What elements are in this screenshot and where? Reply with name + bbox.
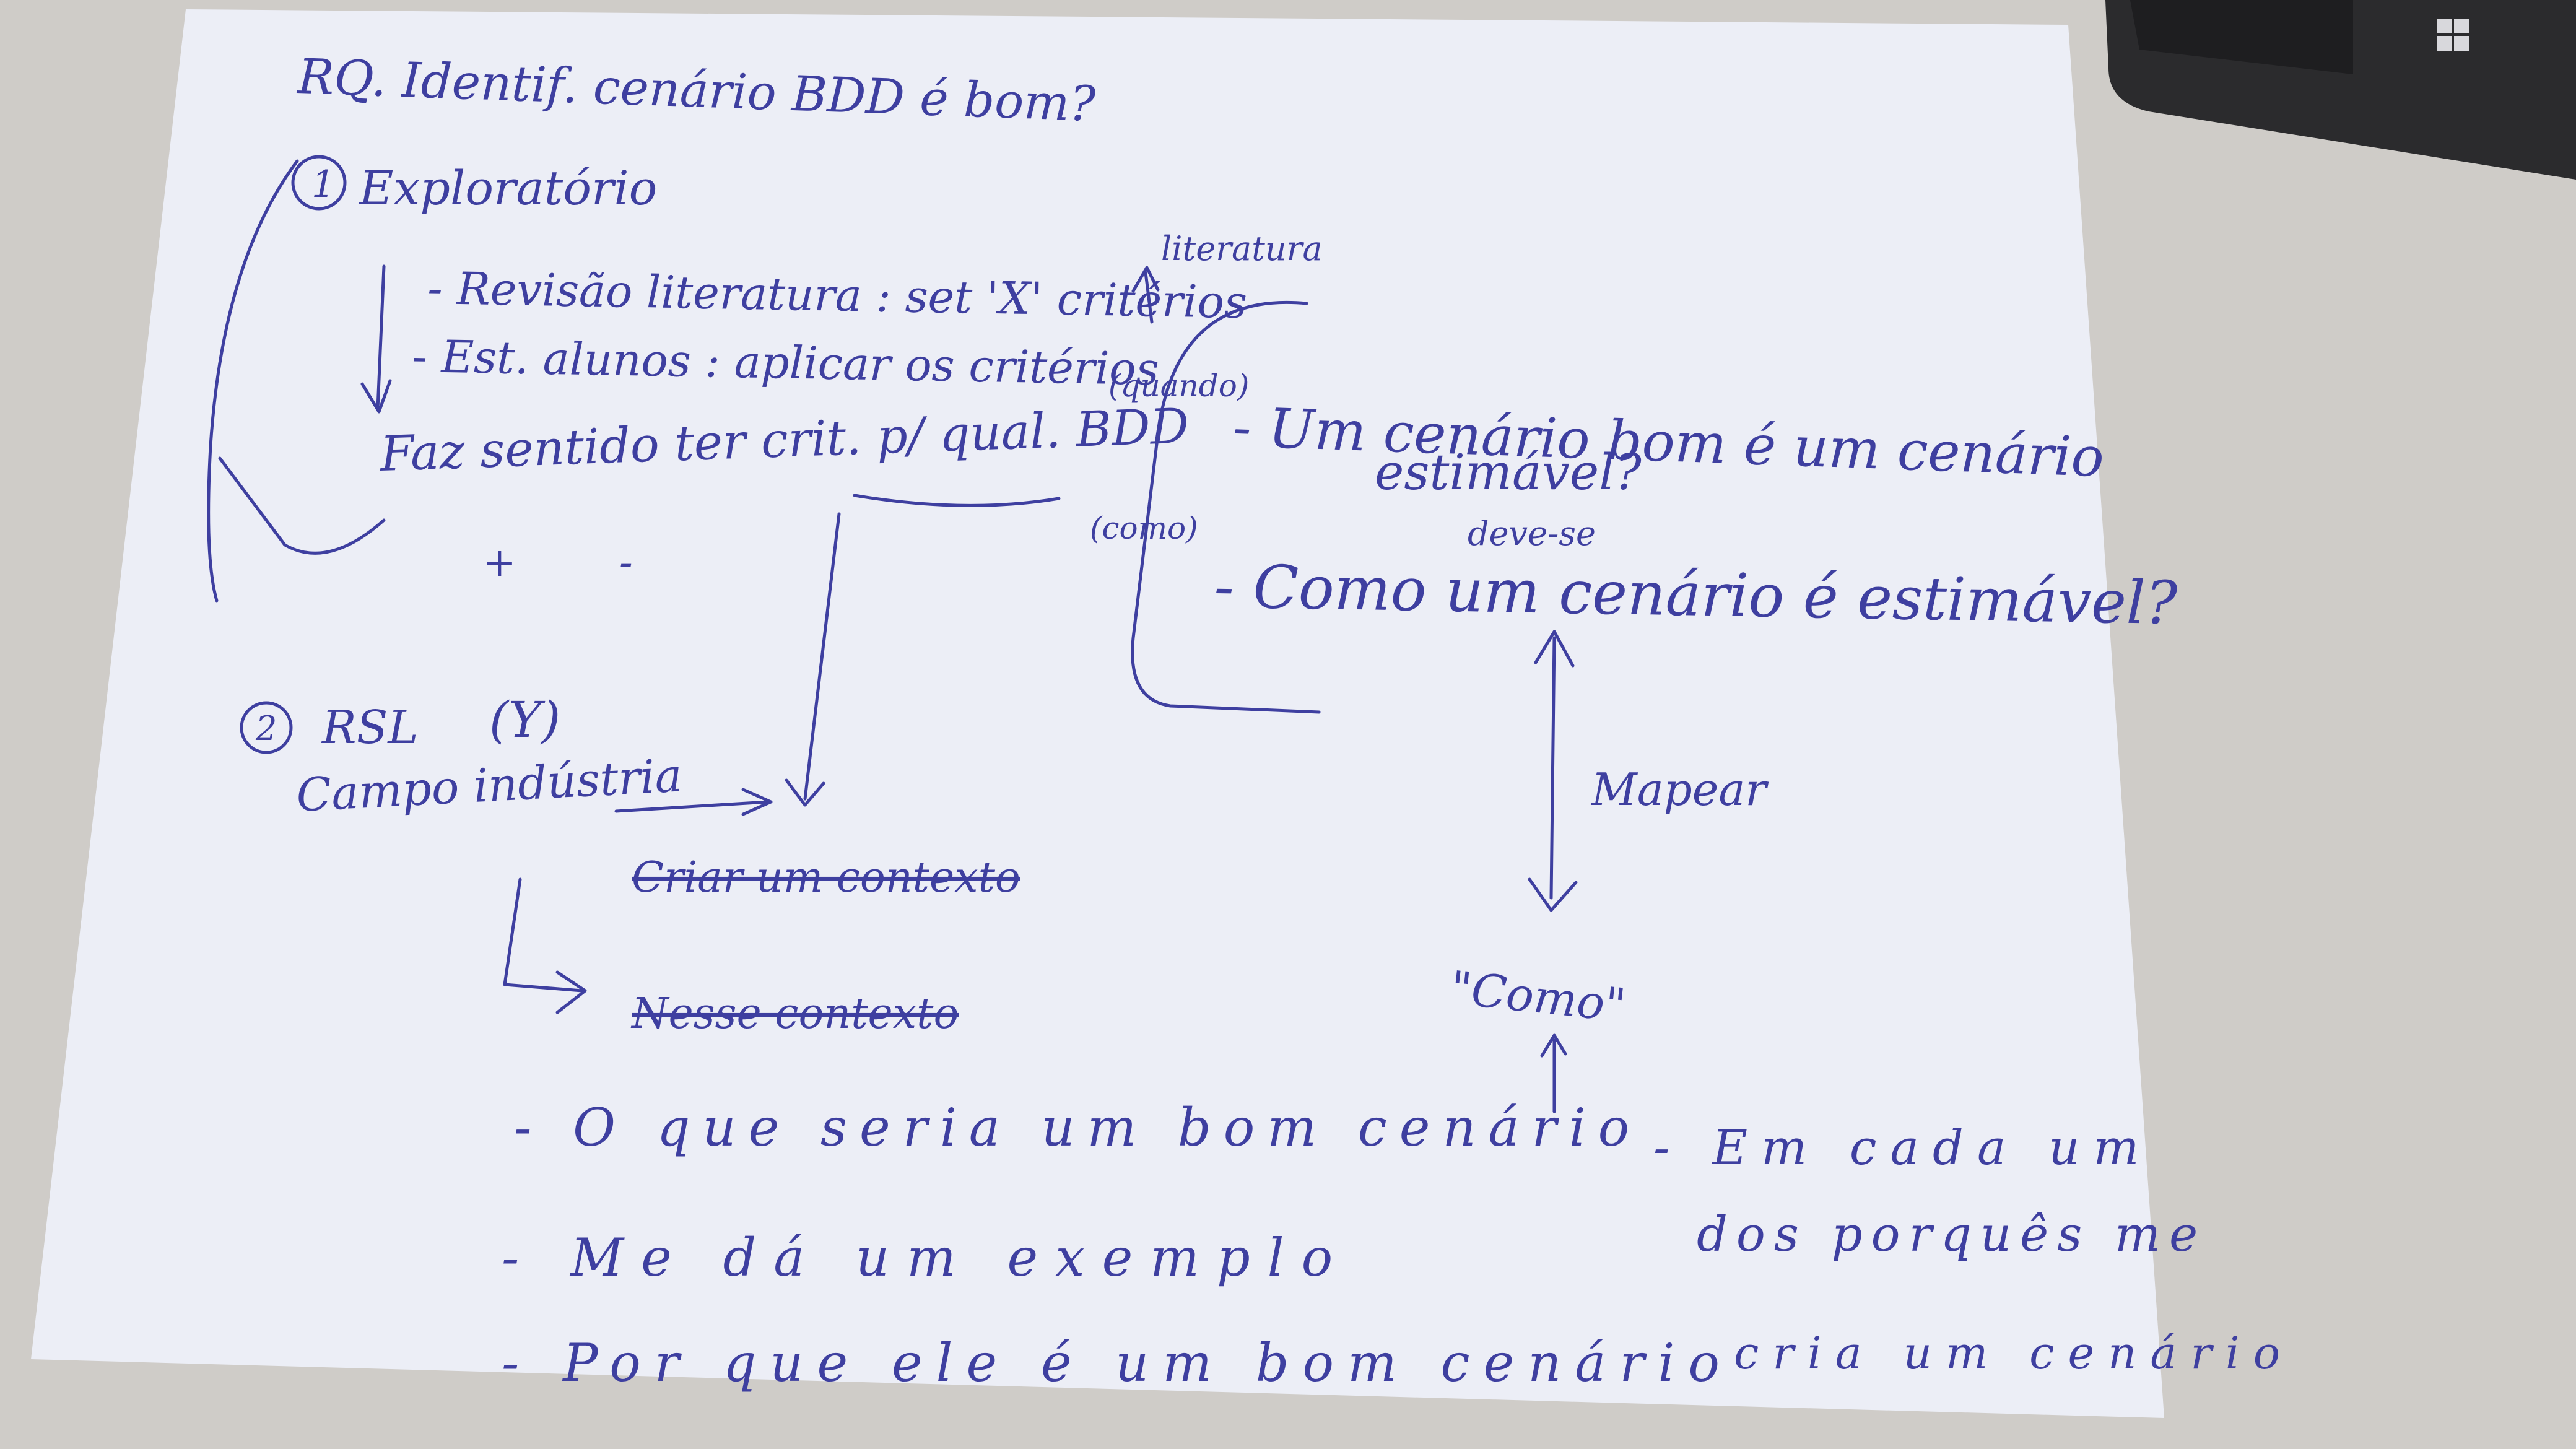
section2-tag: (Y) — [489, 691, 560, 749]
windows-logo-icon — [2437, 19, 2469, 51]
question-1: - O que seria um bom cenário — [514, 1097, 1642, 1158]
right-brace — [1131, 300, 1321, 714]
double-arrow-mapear — [1549, 636, 1556, 900]
section1-number: 1 — [311, 163, 335, 206]
l-arrow — [503, 877, 584, 993]
circle-number-2 — [240, 701, 293, 754]
circle-number-1 — [291, 155, 347, 211]
minus-sign: - — [619, 540, 633, 586]
keyboard — [2105, 0, 2576, 180]
left-bracket — [207, 159, 299, 603]
label-como: (como) — [1090, 510, 1198, 546]
check-stroke — [218, 456, 386, 555]
section2-number: 2 — [255, 709, 277, 748]
section2-title: RSL — [321, 701, 419, 754]
mapear-label: Mapear — [1590, 764, 1769, 816]
insert-devese: deve-se — [1468, 514, 1596, 553]
arrow-campo — [614, 800, 770, 813]
right-line-2: - Como um cenário é estimável? — [1214, 552, 2178, 638]
side-note-1: - Em cada um — [1653, 1120, 2152, 1176]
struck-line-2: Nesse contexto — [630, 990, 959, 1038]
side-note-2: dos porquês me — [1697, 1207, 2206, 1263]
down-arrow-2 — [803, 512, 841, 801]
underline-bdd — [853, 494, 1061, 507]
question-3: - Por que ele é um bom cenário — [502, 1333, 1733, 1393]
literatura-label: literatura — [1161, 229, 1323, 268]
ink-strokes — [207, 155, 1578, 1113]
struck-line-1: Criar um contexto — [632, 853, 1020, 902]
question-2: - Me dá um exemplo — [502, 1227, 1350, 1288]
up-arrow-literatura — [1144, 271, 1154, 324]
side-note-3: cria um cenário — [1734, 1327, 2294, 1379]
plus-sign: + — [483, 540, 516, 586]
down-arrow-1 — [376, 264, 386, 411]
label-quando: (quando) — [1108, 368, 1249, 404]
paper-sheet — [31, 9, 2164, 1418]
section1-title: Exploratório — [358, 160, 657, 215]
right-line-1b: estimável? — [1375, 443, 1642, 501]
